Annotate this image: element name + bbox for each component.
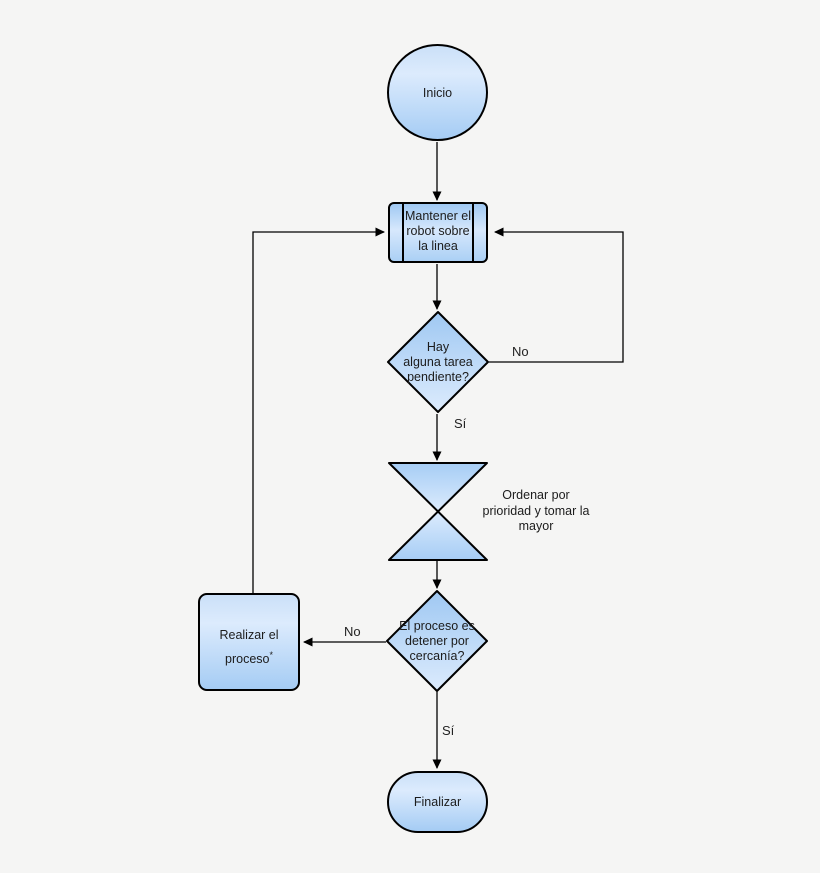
label-mantener: Mantener el robot sobre la linea	[404, 209, 471, 253]
label-realizar-superscript: *	[269, 650, 273, 660]
edge-label-tarea-no: No	[512, 344, 529, 359]
label-inicio: Inicio	[422, 86, 453, 100]
edge-tarea-no-loop	[489, 227, 624, 363]
label-realizar: Realizar el proceso*	[198, 625, 300, 669]
decision-cercania-shape	[386, 590, 488, 692]
edge-label-tarea-si: Sí	[454, 416, 467, 431]
label-ordenar: Ordenar por prioridad y tomar la mayor	[482, 488, 590, 533]
edge-label-cercania-no: No	[344, 624, 361, 639]
label-cercania: El proceso es detener por cercanía?	[399, 619, 475, 663]
predefined-process-left-bar	[402, 204, 404, 261]
decision-tarea-shape	[387, 311, 489, 413]
terminator-node-finalizar	[387, 771, 488, 833]
label-finalizar: Finalizar	[413, 795, 462, 809]
sort-hourglass-shape	[388, 462, 488, 561]
label-realizar-text: Realizar el proceso	[219, 628, 279, 667]
predefined-process-mantener	[388, 202, 488, 263]
label-tarea: Hay alguna tarea pendiente?	[403, 340, 473, 384]
edge-label-cercania-si: Sí	[442, 723, 455, 738]
process-node-realizar	[198, 593, 300, 691]
predefined-process-right-bar	[472, 204, 474, 261]
start-node-inicio	[387, 44, 488, 141]
edge-realizar-loop-to-mantener	[252, 227, 385, 593]
